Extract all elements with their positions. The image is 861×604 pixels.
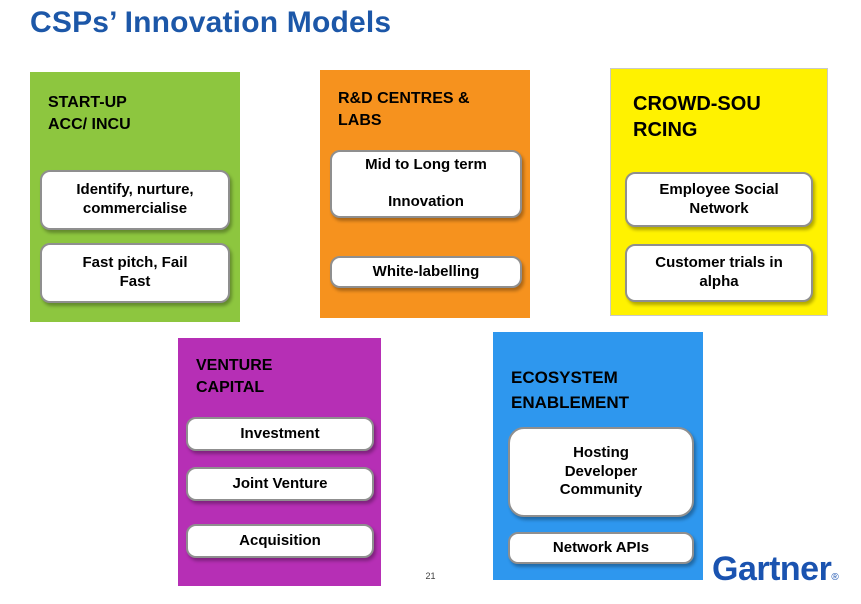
item-hosting-developer-community: Hosting Developer Community (508, 427, 694, 517)
item-acquisition: Acquisition (186, 524, 374, 558)
item-joint-venture: Joint Venture (186, 467, 374, 501)
card-rd-centres-labs: R&D CENTRES & LABS Mid to Long term Inno… (320, 70, 530, 318)
card-venture-title: VENTURE CAPITAL (196, 357, 273, 396)
card-venture-capital: VENTURE CAPITAL Investment Joint Venture… (178, 338, 381, 586)
card-crowdsourcing-title: CROWD-SOU RCING (633, 93, 761, 141)
item-white-labelling: White-labelling (330, 256, 522, 288)
registered-trademark-symbol: ® (831, 572, 839, 583)
card-crowdsourcing: CROWD-SOU RCING Employee Social Network … (610, 68, 828, 316)
item-mid-to-long-term-innovation: Mid to Long term Innovation (330, 150, 522, 218)
item-customer-trials-in-alpha: Customer trials in alpha (625, 244, 813, 302)
card-startup-acc-incu: START-UP ACC/ INCU Identify, nurture, co… (30, 72, 240, 322)
item-network-apis: Network APIs (508, 532, 694, 564)
gartner-logo: Gartner® (712, 550, 839, 589)
card-startup-title: START-UP ACC/ INCU (48, 94, 131, 133)
card-rd-title: R&D CENTRES & LABS (338, 90, 470, 129)
item-fast-pitch-fail-fast: Fast pitch, Fail Fast (40, 243, 230, 303)
page-title: CSPs’ Innovation Models (30, 6, 392, 39)
card-ecosystem-title: ECOSYSTEM ENABLEMENT (511, 368, 630, 412)
gartner-wordmark: Gartner (712, 550, 832, 588)
item-employee-social-network: Employee Social Network (625, 172, 813, 227)
page-number: 21 (425, 571, 436, 581)
item-identify-nurture-commercialise: Identify, nurture, commercialise (40, 170, 230, 230)
card-ecosystem-enablement: ECOSYSTEM ENABLEMENT Hosting Developer C… (493, 332, 703, 580)
item-investment: Investment (186, 417, 374, 451)
